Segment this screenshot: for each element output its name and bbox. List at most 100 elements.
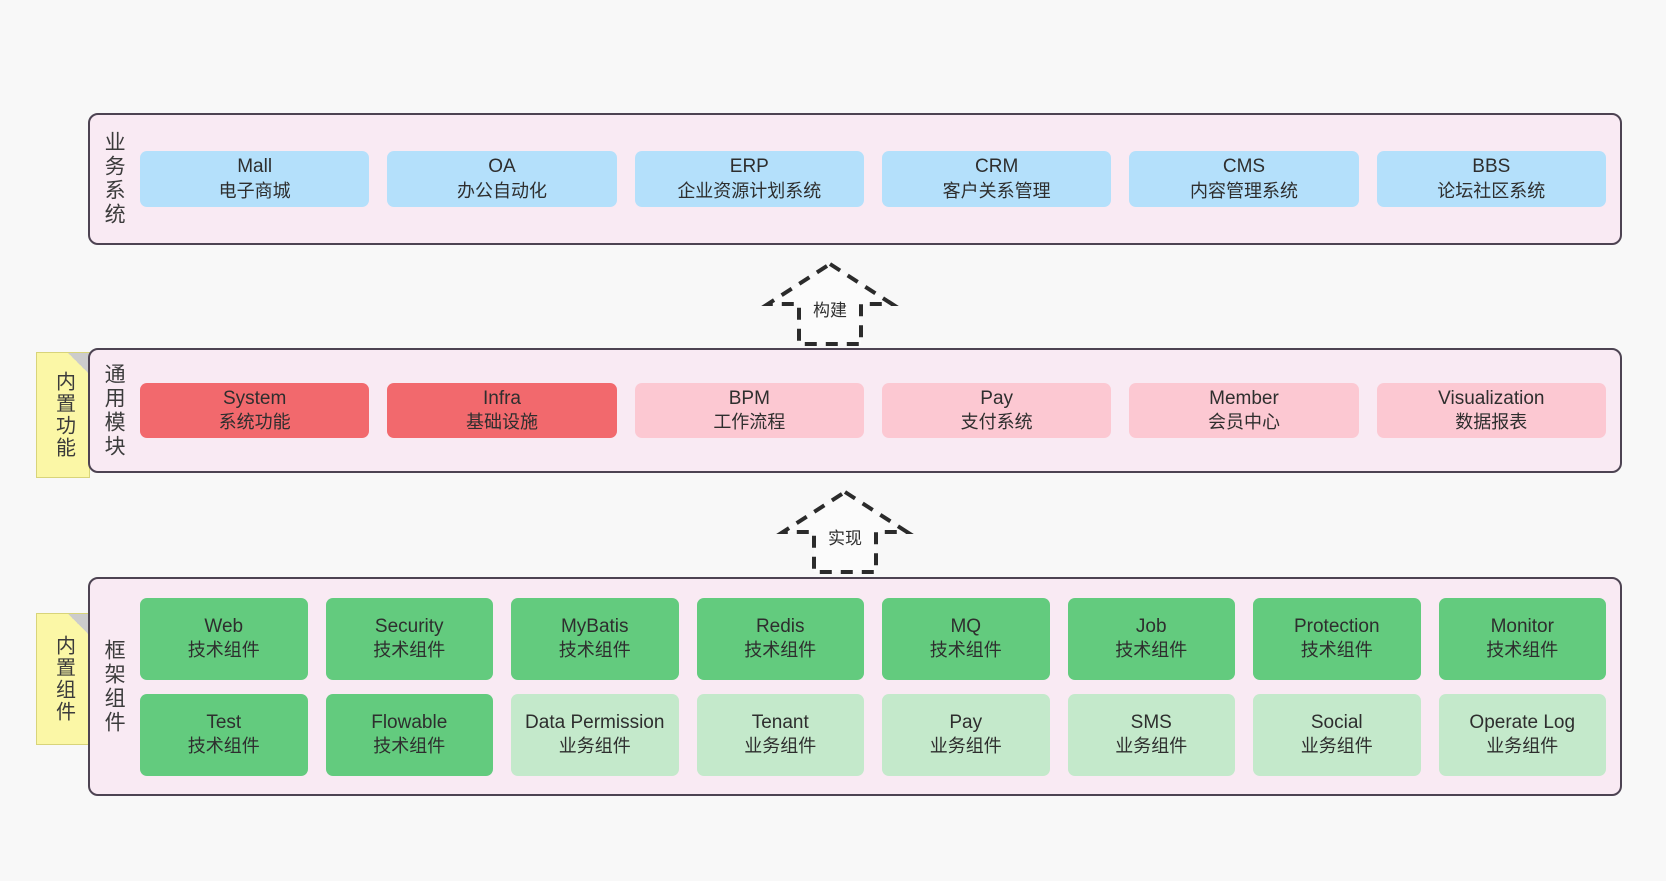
node-infra-en: Infra: [482, 387, 521, 409]
node-mall[interactable]: Mall 电子商城: [140, 151, 370, 207]
node-job[interactable]: Job 技术组件: [1067, 597, 1235, 680]
layer-title-common: 通用模块: [102, 362, 126, 459]
node-mq-cn: 技术组件: [929, 640, 1002, 661]
node-social-en: Social: [1310, 711, 1363, 733]
node-system[interactable]: System 系统功能: [140, 382, 370, 439]
node-bpm-en: BPM: [728, 387, 770, 409]
node-redis-en: Redis: [755, 615, 805, 637]
node-mq-en: MQ: [950, 615, 982, 637]
node-bbs-cn: 论坛社区系统: [1437, 180, 1546, 201]
node-pay-module[interactable]: Pay 支付系统: [881, 382, 1112, 439]
node-web[interactable]: Web 技术组件: [140, 597, 308, 680]
node-member-en: Member: [1209, 387, 1279, 409]
node-monitor[interactable]: Monitor 技术组件: [1438, 597, 1606, 680]
node-bpm[interactable]: BPM 工作流程: [634, 382, 864, 439]
node-operate-log-cn: 业务组件: [1486, 736, 1559, 757]
node-redis[interactable]: Redis 技术组件: [696, 597, 864, 680]
node-cms[interactable]: CMS 内容管理系统: [1129, 151, 1359, 207]
connector-implement-label: 实现: [828, 529, 862, 548]
layer-framework-components: 框架组件 Web 技术组件 Security 技术组件 MyBatis 技术组件…: [88, 577, 1622, 796]
connector-build-shape: [761, 261, 899, 346]
node-mall-cn: 电子商城: [218, 180, 291, 201]
sticky-note-builtin-components: 内置组件: [36, 613, 90, 745]
node-pay-component-en: Pay: [949, 711, 983, 733]
node-web-cn: 技术组件: [187, 640, 260, 661]
node-mybatis-en: MyBatis: [560, 615, 629, 637]
node-crm[interactable]: CRM 客户关系管理: [881, 151, 1112, 207]
node-crm-en: CRM: [975, 156, 1019, 178]
node-social[interactable]: Social 业务组件: [1253, 693, 1421, 776]
connector-implement: 实现: [760, 486, 930, 574]
node-protection-en: Protection: [1293, 615, 1380, 637]
layer-title-framework: 框架组件: [102, 638, 126, 735]
node-data-permission-en: Data Permission: [525, 711, 665, 733]
node-infra[interactable]: Infra 基础设施: [387, 382, 617, 439]
layer-framework-row-0: Web 技术组件 Security 技术组件 MyBatis 技术组件 Redi…: [140, 597, 1606, 680]
layer-body-common: System 系统功能 Infra 基础设施 BPM 工作流程 Pay 支付系统…: [136, 350, 1620, 471]
layer-framework-row-1: Test 技术组件 Flowable 技术组件 Data Permission …: [140, 693, 1606, 776]
sticky-note-builtin-features-label: 内置功能: [52, 371, 75, 459]
node-erp-en: ERP: [729, 156, 769, 178]
node-oa-en: OA: [488, 156, 516, 178]
node-data-permission-cn: 业务组件: [558, 736, 631, 757]
connector-build-label: 构建: [813, 301, 847, 320]
node-security[interactable]: Security 技术组件: [325, 597, 493, 680]
node-mq[interactable]: MQ 技术组件: [882, 597, 1050, 680]
layer-body-business: Mall 电子商城 OA 办公自动化 ERP 企业资源计划系统 CRM 客户关系…: [136, 115, 1620, 243]
node-bbs-en: BBS: [1472, 156, 1511, 178]
node-cms-cn: 内容管理系统: [1189, 180, 1298, 201]
node-protection[interactable]: Protection 技术组件: [1253, 597, 1421, 680]
node-operate-log[interactable]: Operate Log 业务组件: [1438, 693, 1606, 776]
node-visualization-en: Visualization: [1438, 387, 1545, 409]
node-flowable[interactable]: Flowable 技术组件: [325, 693, 493, 776]
node-protection-cn: 技术组件: [1300, 640, 1373, 661]
node-tenant[interactable]: Tenant 业务组件: [696, 693, 864, 776]
node-infra-cn: 基础设施: [465, 412, 538, 433]
node-mybatis[interactable]: MyBatis 技术组件: [511, 597, 679, 680]
node-pay-component-cn: 业务组件: [929, 736, 1002, 757]
node-sms-en: SMS: [1130, 711, 1172, 733]
node-erp[interactable]: ERP 企业资源计划系统: [634, 151, 864, 207]
node-system-en: System: [222, 387, 287, 409]
node-data-permission[interactable]: Data Permission 业务组件: [511, 693, 679, 776]
node-member-cn: 会员中心: [1207, 412, 1280, 433]
node-test[interactable]: Test 技术组件: [140, 693, 308, 776]
node-test-en: Test: [206, 711, 242, 733]
layer-body-framework: Web 技术组件 Security 技术组件 MyBatis 技术组件 Redi…: [136, 579, 1620, 794]
node-test-cn: 技术组件: [187, 736, 260, 757]
node-mall-en: Mall: [237, 156, 273, 178]
node-tenant-cn: 业务组件: [744, 736, 817, 757]
node-sms-cn: 业务组件: [1115, 736, 1188, 757]
node-mybatis-cn: 技术组件: [558, 640, 631, 661]
node-security-en: Security: [374, 615, 444, 637]
layer-common-row-0: System 系统功能 Infra 基础设施 BPM 工作流程 Pay 支付系统…: [140, 382, 1606, 439]
node-cms-en: CMS: [1222, 156, 1266, 178]
node-flowable-cn: 技术组件: [373, 736, 446, 757]
node-redis-cn: 技术组件: [744, 640, 817, 661]
layer-common-modules: 通用模块 System 系统功能 Infra 基础设施 BPM 工作流程 Pay…: [88, 348, 1622, 473]
node-erp-cn: 企业资源计划系统: [677, 180, 822, 201]
node-oa-cn: 办公自动化: [456, 180, 547, 201]
sticky-note-builtin-components-label: 内置组件: [52, 635, 75, 723]
node-social-cn: 业务组件: [1300, 736, 1373, 757]
connector-build: 构建: [745, 258, 915, 346]
node-security-cn: 技术组件: [373, 640, 446, 661]
node-bbs[interactable]: BBS 论坛社区系统: [1376, 151, 1606, 207]
node-monitor-en: Monitor: [1490, 615, 1554, 637]
node-member[interactable]: Member 会员中心: [1129, 382, 1359, 439]
node-flowable-en: Flowable: [371, 711, 448, 733]
node-oa[interactable]: OA 办公自动化: [387, 151, 617, 207]
node-job-en: Job: [1135, 615, 1167, 637]
node-pay-module-cn: 支付系统: [960, 412, 1033, 433]
node-operate-log-en: Operate Log: [1469, 711, 1576, 733]
node-visualization[interactable]: Visualization 数据报表: [1376, 382, 1606, 439]
node-pay-module-en: Pay: [980, 387, 1014, 409]
node-sms[interactable]: SMS 业务组件: [1067, 693, 1235, 776]
node-pay-component[interactable]: Pay 业务组件: [882, 693, 1050, 776]
sticky-note-builtin-features: 内置功能: [36, 352, 90, 478]
connector-implement-shape: [776, 489, 914, 574]
node-job-cn: 技术组件: [1115, 640, 1188, 661]
node-bpm-cn: 工作流程: [713, 412, 786, 433]
node-monitor-cn: 技术组件: [1486, 640, 1559, 661]
